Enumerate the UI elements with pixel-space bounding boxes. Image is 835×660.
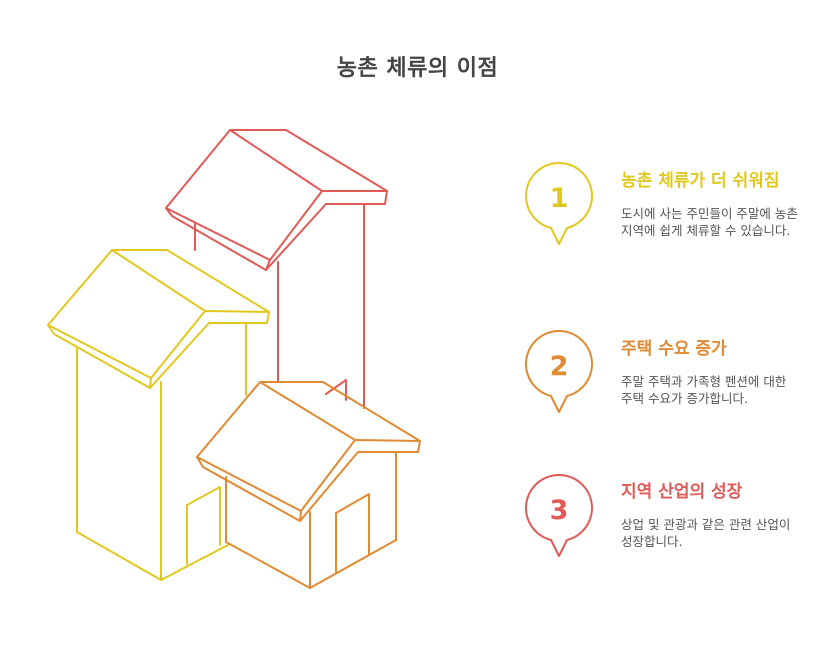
orange-house-icon	[196, 381, 421, 589]
step-1-number: 1	[549, 183, 569, 214]
yellow-house-icon	[47, 249, 270, 581]
red-house-icon	[165, 129, 388, 409]
step-1-title: 농촌 체류가 더 쉬워짐	[621, 171, 780, 191]
step-1: 농촌 체류가 더 쉬워짐 도시에 사는 주민들이 주말에 농촌 지역에 쉽게 체…	[621, 170, 799, 239]
step-2-title: 주택 수요 증가	[621, 339, 727, 359]
map-pin-icon	[525, 161, 593, 245]
step-3-pin: 3	[520, 472, 598, 564]
step-3-number: 3	[549, 495, 569, 526]
page-title: 농촌 체류의 이점	[336, 56, 499, 81]
step-1-description: 도시에 사는 주민들이 주말에 농촌 지역에 쉽게 체류할 수 있습니다.	[621, 206, 798, 238]
step-2-number: 2	[549, 351, 569, 382]
step-3-title: 지역 산업의 성장	[621, 482, 743, 502]
step-1-pin: 1	[520, 160, 598, 252]
step-3-description: 상업 및 관광과 같은 관련 산업이 성장합니다.	[621, 517, 791, 549]
step-2-pin: 2	[520, 328, 598, 420]
step-3: 지역 산업의 성장 상업 및 관광과 같은 관련 산업이 성장합니다.	[621, 481, 799, 550]
map-pin-icon	[525, 473, 593, 557]
map-pin-icon	[525, 329, 593, 413]
step-2-description: 주말 주택과 가족형 펜션에 대한 주택 수요가 증가합니다.	[621, 374, 787, 406]
step-2: 주택 수요 증가 주말 주택과 가족형 펜션에 대한 주택 수요가 증가합니다.	[621, 338, 799, 407]
